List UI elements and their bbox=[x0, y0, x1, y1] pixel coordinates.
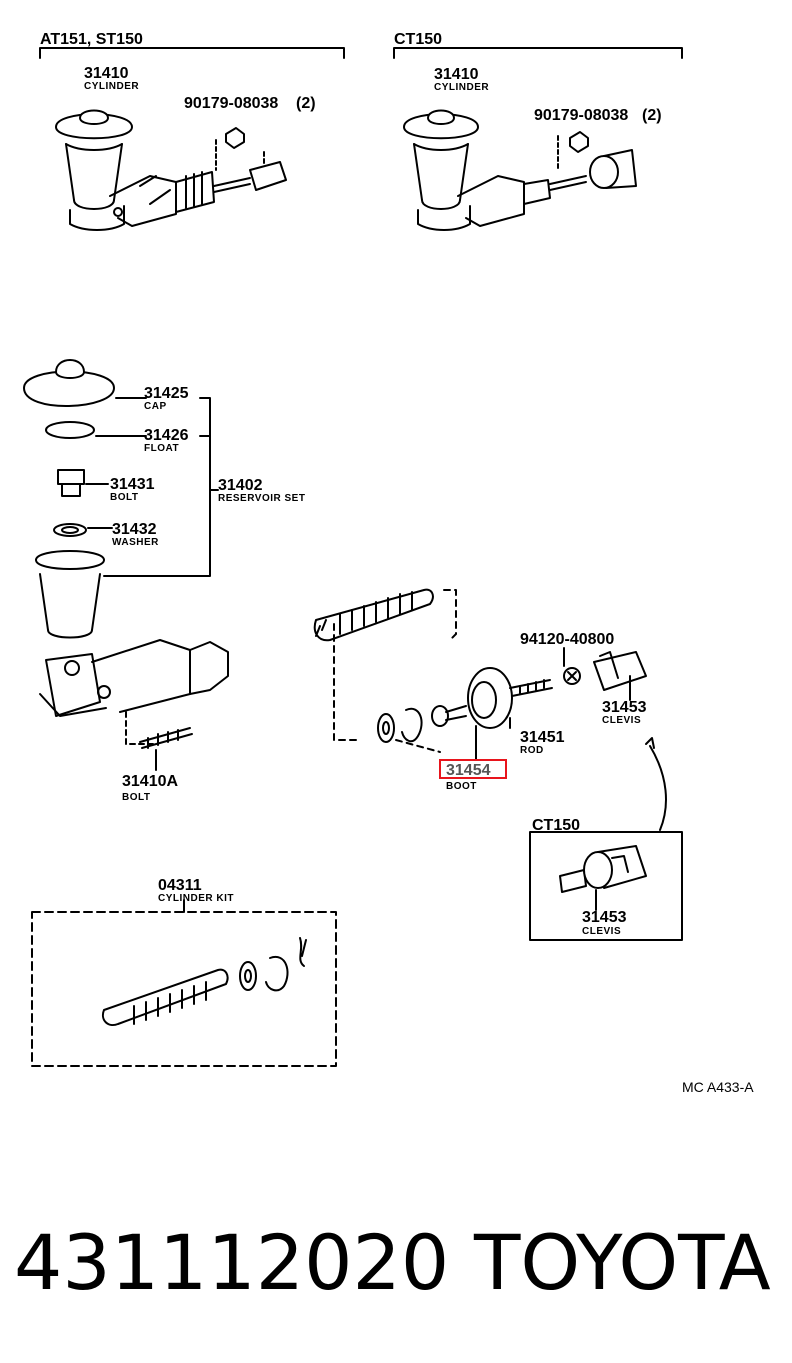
label-clevis-name: CLEVIS bbox=[602, 715, 641, 726]
group-title-ct150-inset: CT150 bbox=[532, 817, 580, 834]
label-nut-b-num: 90179-08038 bbox=[534, 107, 628, 124]
label-bolt-name: BOLT bbox=[110, 492, 138, 503]
footer-part-number: 431112020 bbox=[14, 1218, 450, 1307]
label-clevis-ct-num: 31453 bbox=[582, 909, 627, 926]
label-bolt-num: 31431 bbox=[110, 476, 155, 493]
label-cylinder-a-num: 31410 bbox=[84, 65, 129, 82]
label-bolt-a-num: 31410A bbox=[122, 773, 178, 790]
reservoir-parts-drawing bbox=[23, 359, 219, 639]
label-float-name: FLOAT bbox=[144, 443, 179, 454]
footer-brand: TOYOTA bbox=[474, 1218, 771, 1307]
label-rod-name: ROD bbox=[520, 745, 544, 756]
label-nut-c-num: 94120-40800 bbox=[520, 631, 614, 648]
label-nut-a-qty: (2) bbox=[296, 95, 316, 112]
clevis-ct150-drawing bbox=[559, 845, 647, 911]
label-bolt-a-name: BOLT bbox=[122, 792, 150, 803]
cylinder-kit-drawing bbox=[102, 937, 307, 1026]
label-reservoir-num: 31402 bbox=[218, 477, 263, 494]
highlight-box-31454 bbox=[439, 759, 507, 779]
label-cylinder-a-name: CYLINDER bbox=[84, 81, 139, 92]
label-clevis-num: 31453 bbox=[602, 699, 647, 716]
piston-rod-boot-drawing bbox=[313, 588, 667, 831]
group-bracket-ct150 bbox=[393, 47, 683, 59]
ct150-inset-box bbox=[529, 831, 683, 941]
diagram-code: MC A433-A bbox=[682, 1079, 754, 1095]
label-cap-num: 31425 bbox=[144, 385, 189, 402]
group-title-ct150: CT150 bbox=[394, 31, 442, 48]
label-washer-name: WASHER bbox=[112, 537, 159, 548]
label-cylinder-b-name: CYLINDER bbox=[434, 82, 489, 93]
label-boot-name: BOOT bbox=[446, 781, 477, 792]
label-washer-num: 31432 bbox=[112, 521, 157, 538]
label-kit-name: CYLINDER KIT bbox=[158, 893, 234, 904]
cylinder-assembly-ct150-drawing bbox=[403, 109, 637, 231]
label-nut-b-qty: (2) bbox=[642, 107, 662, 124]
label-kit-num: 04311 bbox=[158, 877, 202, 894]
label-nut-a-num: 90179-08038 bbox=[184, 95, 278, 112]
group-bracket-at151 bbox=[39, 47, 345, 59]
label-reservoir-name: RESERVOIR SET bbox=[218, 493, 305, 504]
cylinder-assembly-at151-drawing bbox=[55, 109, 287, 231]
label-cylinder-b-num: 31410 bbox=[434, 66, 479, 83]
label-rod-num: 31451 bbox=[520, 729, 565, 746]
footer-caption: 431112020 TOYOTA bbox=[14, 1208, 784, 1318]
label-boot-num: 31454 bbox=[446, 762, 491, 779]
label-clevis-ct-name: CLEVIS bbox=[582, 926, 621, 937]
label-float-num: 31426 bbox=[144, 427, 189, 444]
parts-diagram: AT151, ST150 CT150 31410 CYLINDER 90179-… bbox=[23, 31, 754, 1095]
cylinder-body-drawing bbox=[39, 639, 229, 771]
group-title-at151: AT151, ST150 bbox=[40, 31, 143, 48]
label-cap-name: CAP bbox=[144, 401, 167, 412]
